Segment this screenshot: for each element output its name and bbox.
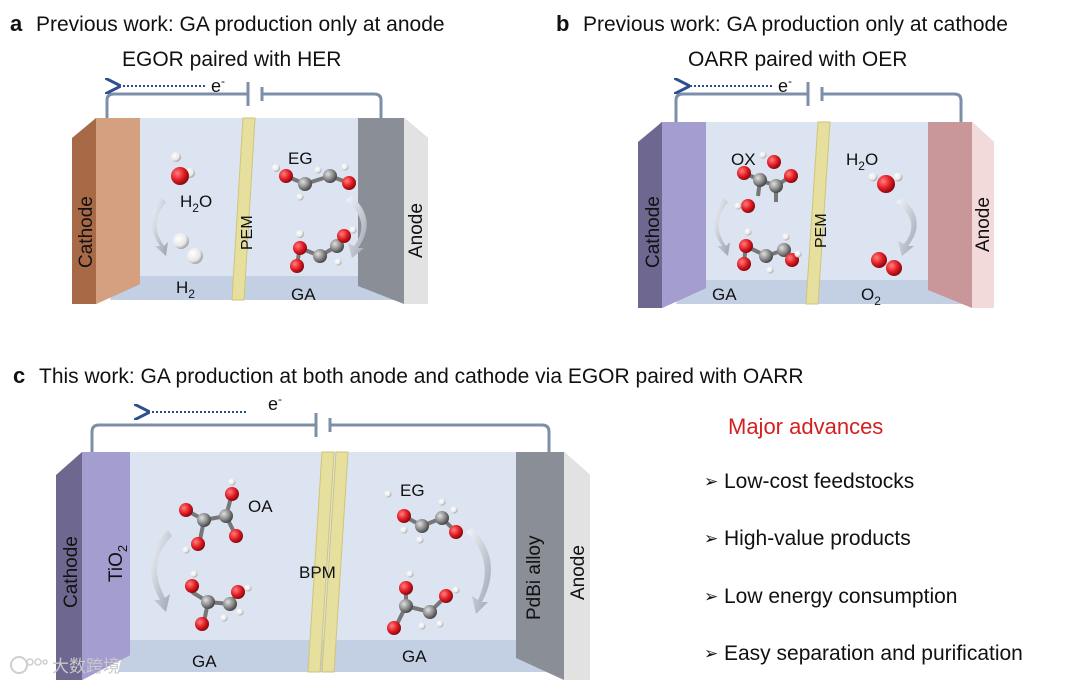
bpm-membrane-layer bbox=[307, 451, 335, 673]
cathode-label: Cathode bbox=[61, 536, 82, 608]
figure-canvas: a Previous work: GA production only at a… bbox=[10, 11, 1008, 680]
circuit-wire bbox=[105, 92, 383, 122]
arrow-bullet-icon: ➢ bbox=[704, 586, 719, 606]
water-molecule bbox=[171, 152, 195, 185]
glycolic-acid-molecule bbox=[290, 226, 357, 273]
circuit-wire bbox=[90, 423, 551, 460]
advances-list: ➢ Low-cost feedstocks ➢ High-value produ… bbox=[704, 470, 1023, 700]
tio2-label: TiO2 bbox=[106, 545, 130, 582]
electron-label: e- bbox=[268, 392, 282, 414]
advance-item-label: Easy separation and purification bbox=[724, 642, 1023, 666]
advance-item: ➢ High-value products bbox=[704, 527, 1023, 584]
advance-item-label: Low energy consumption bbox=[724, 584, 958, 608]
major-advances-title: Major advances bbox=[728, 414, 884, 439]
anode-plate bbox=[564, 452, 590, 680]
arrow-bullet-icon: ➢ bbox=[704, 472, 719, 491]
reaction-curve-arrow bbox=[713, 198, 730, 256]
cathode-catalyst-layer bbox=[82, 452, 130, 680]
advance-item: ➢ Easy separation and purification bbox=[704, 642, 1023, 699]
panel-c: c This work: GA production at both anode… bbox=[13, 363, 804, 680]
arrow-bullet-icon: ➢ bbox=[704, 529, 719, 549]
advance-item-label: Low-cost feedstocks bbox=[724, 470, 915, 493]
panel-letter: b bbox=[556, 11, 569, 36]
pem-label: PEM bbox=[239, 215, 256, 250]
arrow-bullet-icon: ➢ bbox=[704, 644, 719, 664]
watermark: 大数跨境 bbox=[8, 652, 120, 677]
cathode-label: Cathode bbox=[643, 196, 664, 268]
water-label: H2O bbox=[180, 192, 212, 215]
reaction-curve-arrow bbox=[896, 198, 917, 256]
pem-membrane bbox=[805, 121, 831, 305]
ga-label: GA bbox=[291, 285, 316, 304]
electron-label: e- bbox=[211, 74, 225, 96]
water-molecule bbox=[868, 172, 903, 193]
h2-label: H2 bbox=[176, 278, 195, 301]
advance-item: ➢ Low energy consumption bbox=[704, 585, 1023, 642]
oxalic-acid-molecule bbox=[179, 478, 243, 554]
reaction-curve-arrow bbox=[466, 528, 491, 614]
watermark-logo-icon bbox=[10, 655, 48, 674]
ga-label-anode: GA bbox=[402, 647, 427, 666]
advance-item-label: High-value products bbox=[724, 527, 911, 551]
panel-title: Previous work: GA production only at cat… bbox=[583, 13, 1008, 36]
eg-label: EG bbox=[400, 481, 425, 500]
water-label: H2O bbox=[846, 150, 878, 173]
cell-floor bbox=[110, 276, 412, 300]
panel-title: This work: GA production at both anode a… bbox=[39, 365, 804, 388]
ethylene-glycol-molecule bbox=[272, 163, 356, 201]
cell-floor bbox=[676, 280, 978, 304]
hydrogen-molecule bbox=[173, 233, 203, 264]
anode-plate-face bbox=[972, 122, 994, 308]
cathode-label: Cathode bbox=[76, 196, 97, 268]
panel-letter: c bbox=[13, 363, 25, 388]
cathode-plate bbox=[662, 122, 706, 308]
panel-subtitle: OARR paired with OER bbox=[688, 48, 907, 71]
ga-label-cathode: GA bbox=[192, 652, 217, 671]
oxalic-acid-molecule bbox=[734, 151, 798, 213]
bpm-membrane-layer bbox=[321, 451, 349, 673]
cathode-plate bbox=[96, 118, 140, 304]
oxygen-molecule bbox=[871, 252, 902, 276]
bpm-label: BPM bbox=[299, 563, 336, 582]
panel-title: Previous work: GA production only at ano… bbox=[36, 13, 445, 36]
anode-label: Anode bbox=[568, 545, 589, 600]
glycolic-acid-molecule bbox=[737, 228, 802, 274]
panel-letter: a bbox=[10, 11, 23, 36]
panel-a: a Previous work: GA production only at a… bbox=[10, 11, 445, 304]
eg-label: EG bbox=[288, 149, 313, 168]
anode-plate-face bbox=[404, 118, 428, 304]
anode-label: Anode bbox=[973, 197, 994, 252]
advance-item: ➢ Low-cost feedstocks bbox=[704, 470, 1023, 527]
pdbi-label: PdBi alloy bbox=[524, 535, 545, 620]
reaction-curve-arrow bbox=[151, 198, 168, 256]
pem-label: PEM bbox=[813, 213, 830, 248]
ethylene-glycol-molecule bbox=[384, 490, 463, 544]
ga-label: GA bbox=[712, 285, 737, 304]
electron-label: e- bbox=[778, 74, 792, 96]
o2-label: O2 bbox=[861, 285, 881, 308]
anode-label: Anode bbox=[406, 203, 427, 258]
glycolic-acid-molecule bbox=[185, 570, 252, 631]
circuit-wire bbox=[674, 92, 963, 128]
pem-membrane bbox=[231, 117, 256, 301]
reaction-curve-arrow bbox=[150, 530, 172, 612]
panel-subtitle: EGOR paired with HER bbox=[122, 48, 341, 71]
oa-label: OA bbox=[248, 497, 273, 516]
ox-label: OX bbox=[731, 150, 756, 169]
reaction-curve-arrow bbox=[346, 196, 367, 258]
panel-b: b Previous work: GA production only at c… bbox=[556, 11, 1008, 308]
watermark-text: 大数跨境 bbox=[52, 657, 120, 677]
glycolic-acid-molecule bbox=[387, 570, 460, 635]
